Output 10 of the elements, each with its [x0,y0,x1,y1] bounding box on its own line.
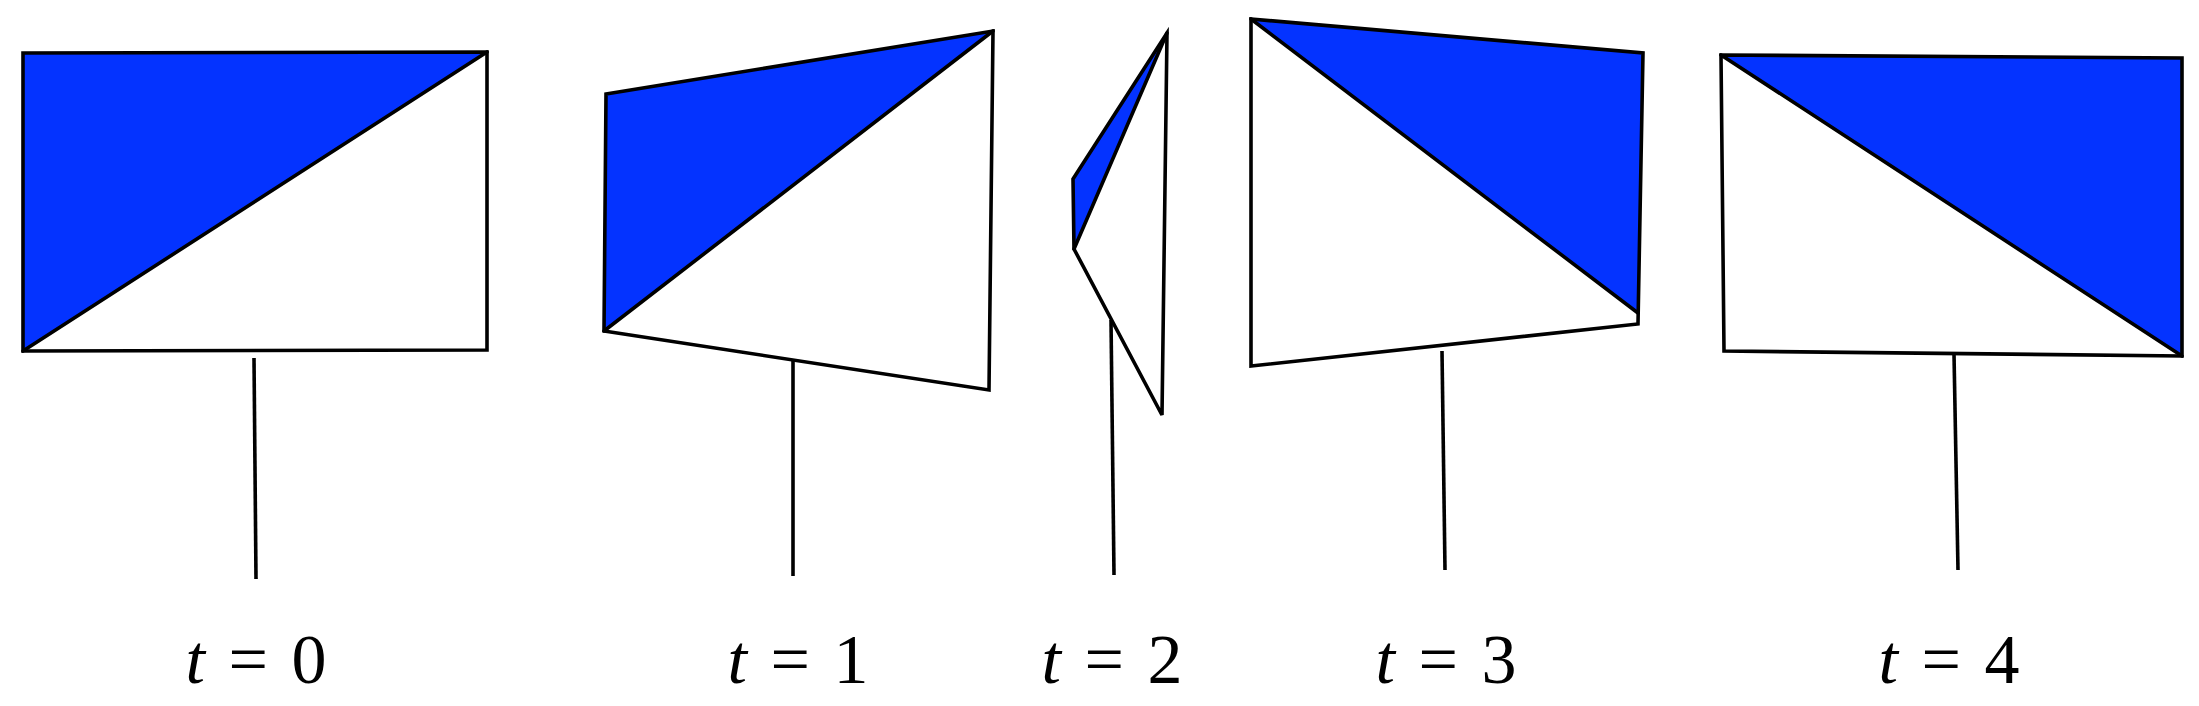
flag-drawing [20,49,490,582]
flag-drawing [601,28,996,579]
time-label: t = 3 [1375,625,1517,695]
time-label: t = 1 [727,625,869,695]
flag-drawing [1248,16,1646,573]
time-label: t = 4 [1878,625,2020,695]
flag-drawing [1070,30,1170,578]
time-label: t = 0 [185,625,327,695]
time-label: t = 2 [1041,625,1183,695]
flag-drawing [1718,52,2185,573]
